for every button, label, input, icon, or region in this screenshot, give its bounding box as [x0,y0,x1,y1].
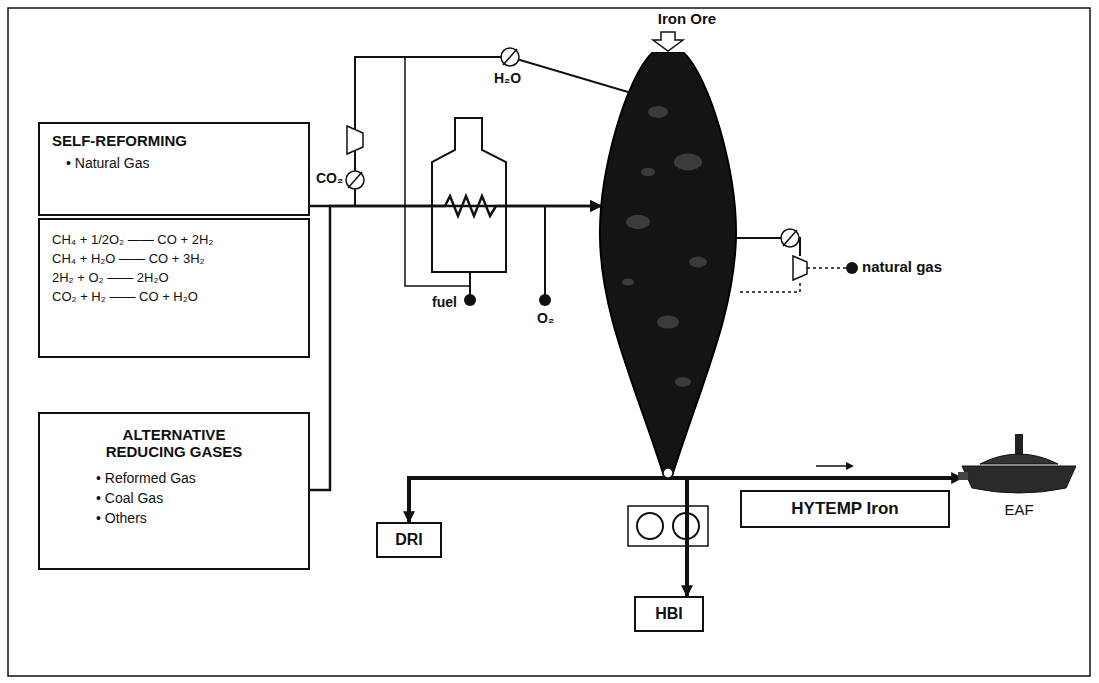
node-text: DRI [395,531,423,549]
node-text: CO₂ + H₂ —— CO + H₂O [52,289,296,304]
burden-texture [626,215,650,229]
furnace-roof [980,454,1058,464]
product-box: DRI [376,522,442,558]
node-text: • Coal Gas [96,490,296,506]
flow-connector [687,476,962,478]
outlet-ring [663,468,673,478]
press-roll [637,513,663,539]
burden-texture [648,106,668,118]
node-text: HBI [655,605,683,623]
node-text: 2H₂ + O₂ —— 2H₂O [52,270,296,285]
stream-label: H₂O [494,70,521,86]
node-text: CH₄ + 1/2O₂ —— CO + 2H₂ [52,232,296,247]
node-text: • Others [96,510,296,526]
frame [8,8,1090,676]
compressor-symbol [793,256,807,280]
product-box: HBI [634,596,704,632]
valve-symbol [348,172,362,188]
burden-texture [622,278,634,285]
natural-gas-inlet [846,262,858,274]
valve-symbol [503,49,517,65]
node-text: EAF [958,501,1080,518]
oxygen-inlet [539,294,551,306]
node-text: SELF-REFORMING [52,132,296,149]
node-text: ALTERNATIVE REDUCING GASES [89,426,259,460]
process-box: ALTERNATIVE REDUCING GASES • Reformed Gas… [38,412,310,570]
shaft-outline [598,52,738,478]
node-text: • Reformed Gas [96,470,296,486]
node-text: Iron Ore [568,10,806,27]
stream-label: fuel [432,294,457,310]
furnace-spout [958,472,968,480]
oxygen-line [544,206,546,300]
arc-furnace: EAF [958,432,1080,518]
flow-connector [409,476,687,522]
briquetting-press [628,506,708,546]
valve-symbol [501,48,519,66]
burden-texture [657,315,679,328]
cooling-gas-line [740,280,800,292]
node-text: CH₄ + H₂O —— CO + 3H₂ [52,251,296,266]
product-box: HYTEMP Iron [740,490,950,528]
natural-gas-line [807,267,846,269]
shaft-body [600,52,736,476]
flow-arrow [846,462,854,470]
furnace-vessel [962,466,1076,493]
eaf-icon [958,432,1080,498]
burden-texture [641,168,655,176]
process-box: SELF-REFORMING • Natural Gas [38,122,310,216]
fuel-inlet [464,294,476,306]
valve-symbol [781,229,799,247]
valve-symbol [346,171,364,189]
shaft-furnace: Iron Ore [598,52,776,478]
burden-texture [689,257,707,268]
node-text: HYTEMP Iron [791,499,898,519]
valve-symbol [783,230,797,246]
feed-arrow [653,32,683,51]
stream-label: O₂ [537,310,554,326]
flow-arrow [816,465,846,467]
compressor-symbol [347,126,363,154]
flow-connector [310,206,601,490]
burden-texture [675,377,691,387]
flow-connector [685,476,689,596]
top-gas-line [734,237,781,239]
node-text: • Natural Gas [66,155,296,171]
gas-heater [432,118,506,272]
stream-label: CO₂ [316,170,343,186]
stream-label: natural gas [862,258,942,275]
reaction-box: CH₄ + 1/2O₂ —— CO + 2H₂ CH₄ + H₂O —— CO +… [38,218,310,358]
burden-texture [674,154,702,171]
